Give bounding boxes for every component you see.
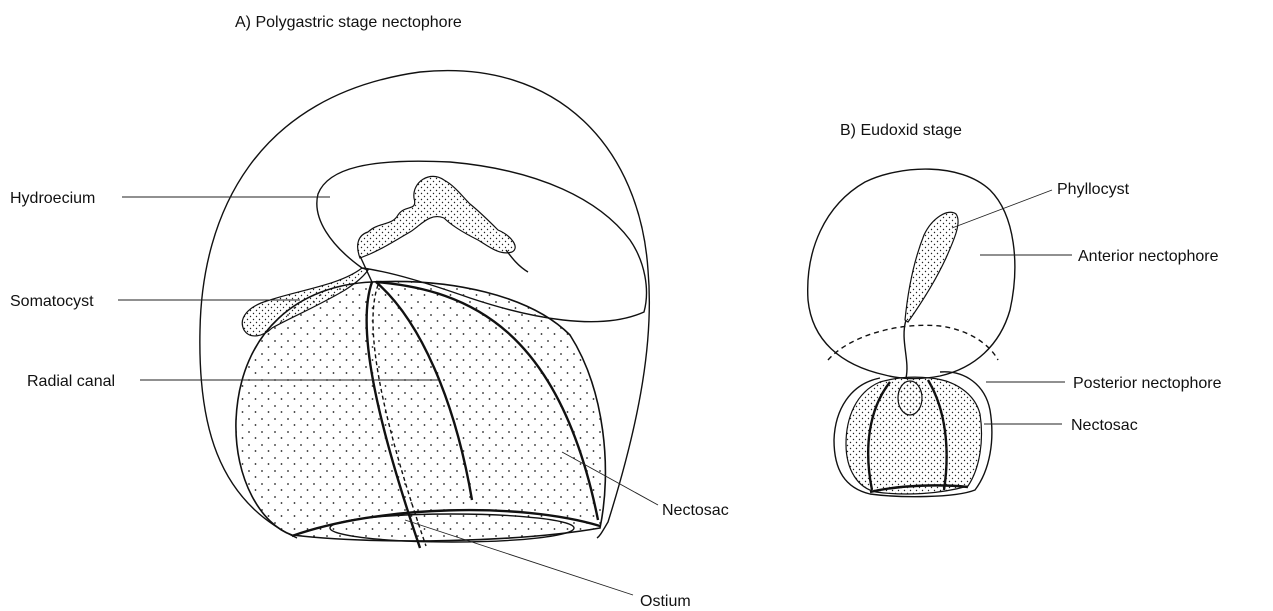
- panel-a-title: A) Polygastric stage nectophore: [235, 14, 462, 31]
- panel-a: A) Polygastric stage nectophore Hydroeci…: [10, 14, 729, 610]
- panel-b: B) Eudoxid stage Phyllocyst Anterior nec…: [808, 122, 1222, 497]
- label-phyllocyst: Phyllocyst: [1057, 181, 1130, 198]
- stem-knob: [898, 381, 922, 415]
- label-ostium: Ostium: [640, 593, 691, 610]
- panel-b-title: B) Eudoxid stage: [840, 122, 962, 139]
- label-radial-canal: Radial canal: [27, 373, 115, 390]
- phyllocyst-stalk: [904, 320, 907, 378]
- phyllocyst-leader: [952, 190, 1052, 228]
- label-posterior-nectophore: Posterior nectophore: [1073, 375, 1222, 392]
- gastrozooid-tentacle: [506, 250, 528, 272]
- label-hydroecium: Hydroecium: [10, 190, 95, 207]
- label-somatocyst: Somatocyst: [10, 293, 94, 310]
- label-nectosac-b: Nectosac: [1071, 417, 1138, 434]
- nectophore-junction: [828, 325, 998, 360]
- gastrozooid-cluster: [358, 176, 516, 258]
- anterior-nectophore: [808, 169, 1015, 378]
- label-nectosac-a: Nectosac: [662, 502, 729, 519]
- label-anterior-nectophore: Anterior nectophore: [1078, 248, 1219, 265]
- phyllocyst: [905, 212, 958, 322]
- nectosac: [236, 281, 606, 540]
